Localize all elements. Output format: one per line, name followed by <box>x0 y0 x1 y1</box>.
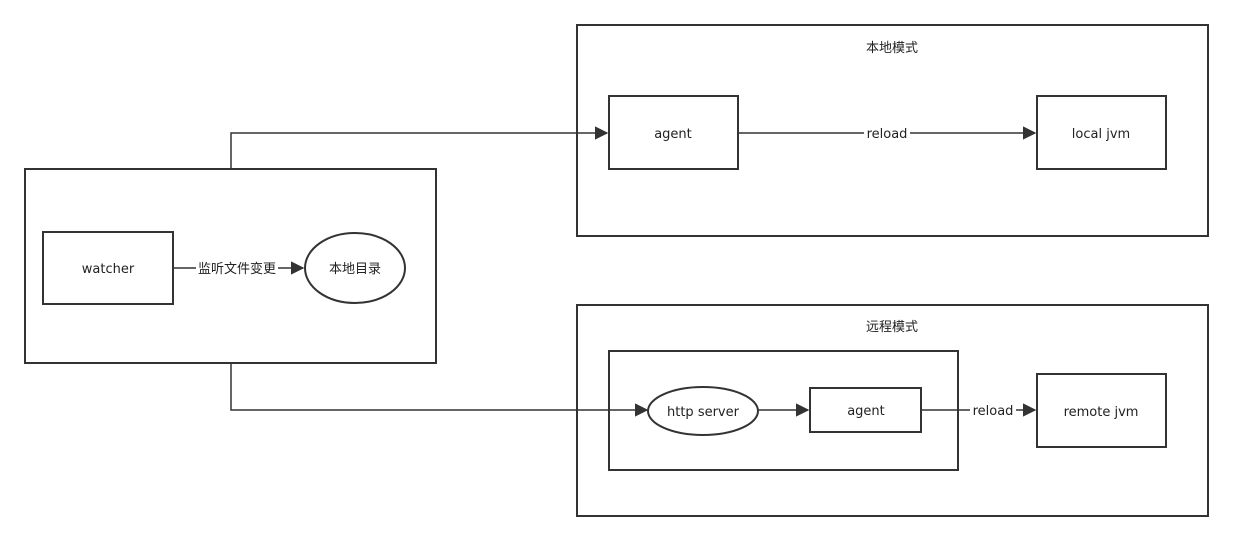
remote-jvm-node: remote jvm <box>1036 373 1167 448</box>
local-mode-group: 本地模式 <box>576 24 1209 237</box>
edge-to-local-agent <box>230 126 609 169</box>
local-mode-title: 本地模式 <box>866 41 918 56</box>
watch-edge-label: 监听文件变更 <box>198 261 276 277</box>
remote-agent-node: agent <box>809 387 922 433</box>
local-dir-label: 本地目录 <box>329 262 381 277</box>
local-agent-label: agent <box>654 127 692 142</box>
local-jvm-label: local jvm <box>1072 127 1130 142</box>
reload-remote-label: reload <box>973 404 1014 419</box>
remote-jvm-label: remote jvm <box>1064 405 1139 420</box>
nodes: watcher 本地目录 agent local jvm http server… <box>42 95 1167 448</box>
edge-labels: 监听文件变更 reload reload <box>196 124 1016 419</box>
local-jvm-node: local jvm <box>1036 95 1167 170</box>
http-server-label: http server <box>667 405 740 420</box>
local-dir-node: 本地目录 <box>304 232 406 304</box>
edge-to-http-server <box>230 363 649 417</box>
reload-local-label: reload <box>867 127 908 142</box>
watcher-node: watcher <box>42 231 174 305</box>
local-agent-node: agent <box>608 95 739 170</box>
local-mode-frame <box>576 24 1209 237</box>
remote-agent-label: agent <box>847 404 885 419</box>
edges <box>173 126 1037 417</box>
http-server-node: http server <box>647 386 759 436</box>
watcher-label: watcher <box>82 262 135 277</box>
remote-mode-title: 远程模式 <box>866 320 918 335</box>
